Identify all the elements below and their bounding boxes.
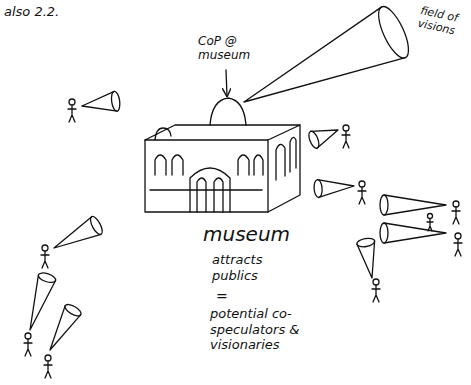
caption-heading: museum	[203, 222, 290, 246]
pointer-arrow	[226, 70, 227, 96]
gaze-cone	[21, 271, 56, 333]
caption-line: attracts publics	[212, 252, 274, 283]
sheet-note: also 2.2.	[4, 4, 59, 20]
gaze-cone	[42, 302, 83, 354]
gaze-cone	[313, 177, 354, 198]
stick-figure	[342, 125, 350, 148]
stick-figure	[372, 279, 380, 302]
caption-line: potential co-speculators & visionaries	[210, 306, 314, 353]
gaze-cone	[380, 195, 446, 215]
equals-sign: =	[216, 288, 228, 305]
stick-figure	[41, 245, 49, 268]
callout-label: field of visions	[417, 4, 466, 39]
stick-figure	[454, 233, 462, 256]
stick-figure	[358, 181, 366, 204]
stick-figure	[427, 214, 433, 232]
stick-figure	[452, 201, 460, 224]
gaze-cone	[356, 237, 381, 280]
gaze-cone	[307, 122, 342, 150]
gaze-cone	[49, 215, 104, 257]
callout-label: CoP @ museum	[198, 34, 250, 63]
gaze-cone	[81, 91, 121, 116]
stick-figure	[68, 99, 76, 122]
gaze-cone	[380, 223, 446, 243]
museum-building	[145, 98, 300, 212]
vision-cone	[232, 3, 414, 128]
stick-figure	[44, 355, 52, 378]
stick-figure	[24, 333, 32, 356]
